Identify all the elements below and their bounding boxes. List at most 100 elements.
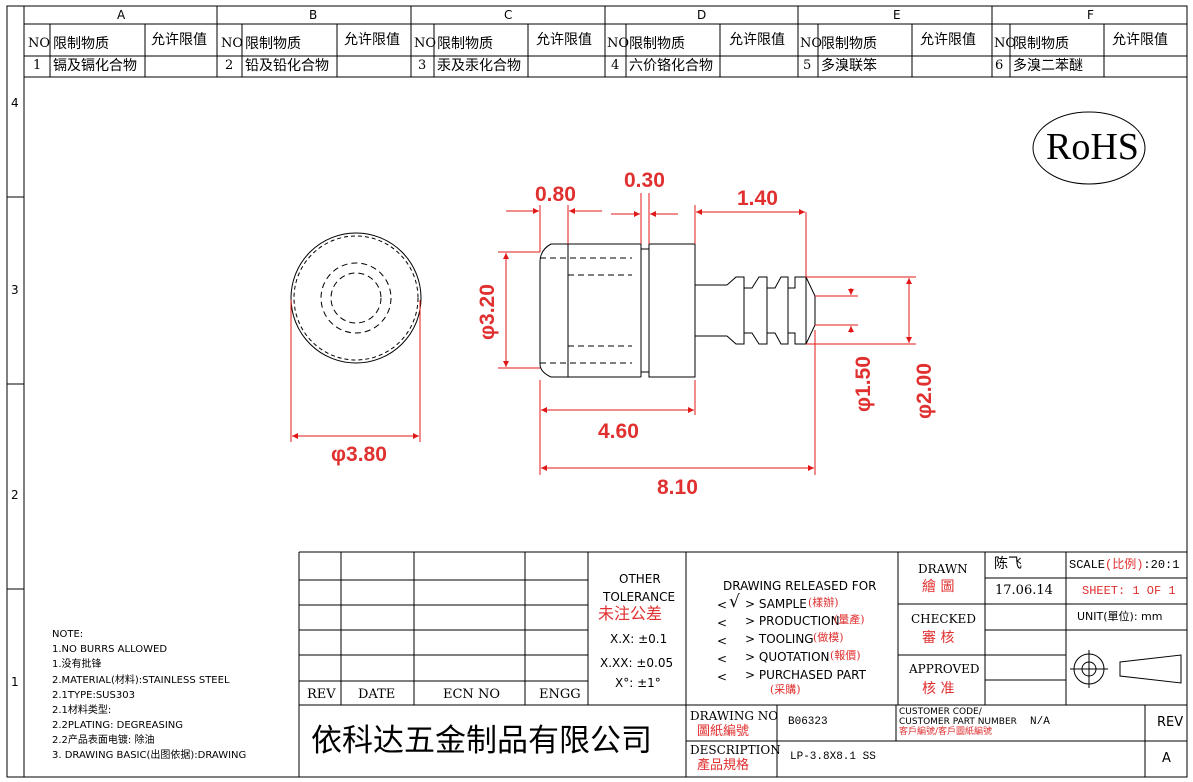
description-value: LP-3.8X8.1 SS: [790, 751, 876, 763]
col-no-header: NO: [607, 36, 630, 51]
dim-label-1-40: 1.40: [737, 187, 778, 210]
note-line: 2.2产品表面电镀: 除油: [52, 735, 155, 746]
rev-value: A: [1162, 751, 1171, 766]
side-view-hidden-lines: [540, 257, 632, 364]
release-title: DRAWING RELEASED FOR: [723, 579, 877, 593]
col-limit-header: 允许限值: [536, 32, 592, 48]
dim-diameter-3-80: [290, 300, 421, 442]
approved-label: APPROVED: [909, 662, 980, 676]
col-limit-header: 允许限值: [729, 32, 785, 48]
col-name-header: 限制物质: [437, 36, 493, 52]
release-item-cn: (量產): [834, 613, 865, 626]
drawn-date: 17.06.14: [995, 583, 1053, 598]
tolerance-title-cn: 未注公差: [598, 604, 663, 623]
dim-label-8-10: 8.10: [657, 476, 698, 499]
zone-col-a: A: [117, 8, 126, 22]
note-line: 2.2PLATING: DEGREASING: [52, 720, 184, 731]
col-no-header: NO: [800, 36, 823, 51]
title-block-lines: [298, 551, 1187, 777]
rev-label: REV: [1157, 715, 1184, 730]
col-limit-header: 允许限值: [1112, 32, 1168, 48]
note-line: 3. DRAWING BASIC(出图依据):DRAWING: [52, 750, 247, 761]
release-item-production: > PRODUCTION: [745, 614, 840, 628]
rev-header: REV: [307, 687, 336, 702]
approved-label-cn: 核 准: [922, 681, 955, 697]
release-mark: <: [717, 634, 728, 648]
description-label: DESCRIPTION: [690, 743, 781, 757]
dim-label-0-80: 0.80: [535, 183, 576, 206]
side-view-dimensions: [498, 193, 916, 475]
zone-row-1: 1: [11, 675, 19, 689]
zone-row-4: 4: [11, 96, 19, 110]
release-mark: <: [717, 616, 728, 630]
tolerance-line: X°: ±1°: [615, 676, 661, 690]
unit-label: UNIT(單位): mm: [1077, 610, 1163, 623]
drawing-no-value: B06323: [788, 716, 828, 728]
note-line: 2.1材料类型:: [52, 705, 112, 716]
rohs-label: RoHS: [1046, 126, 1139, 168]
item-name: 多溴联笨: [821, 58, 877, 74]
zone-row-2: 2: [11, 488, 19, 502]
release-mark: <: [717, 598, 728, 612]
col-name-header: 限制物质: [245, 36, 301, 52]
col-no-header: NO: [994, 36, 1017, 51]
check-icon: √: [729, 592, 740, 612]
dim-label-dia-3-20: φ3.20: [476, 284, 499, 340]
dim-label-4-60: 4.60: [598, 420, 639, 443]
tolerance-title-1: OTHER: [619, 572, 661, 586]
item-name: 多溴二苯醚: [1013, 58, 1083, 74]
item-name: 铅及铅化合物: [245, 58, 329, 74]
customer-label-1: CUSTOMER CODE/: [899, 707, 982, 717]
ecn-header: ECN NO: [443, 687, 500, 702]
item-name: 镉及镉化合物: [53, 58, 137, 74]
note-line: 2.1TYPE:SUS303: [52, 690, 135, 701]
engg-header: ENGG: [539, 687, 581, 702]
col-name-header: 限制物质: [629, 36, 685, 52]
projection-symbol: [1070, 650, 1182, 688]
release-item-quotation: > QUOTATION: [745, 650, 830, 664]
tolerance-line: X.XX: ±0.05: [600, 656, 674, 670]
dim-label-0-30: 0.30: [624, 169, 665, 192]
note-line: 1.没有批锋: [52, 659, 102, 670]
col-no-header: NO: [28, 36, 51, 51]
frame: [6, 5, 1188, 778]
release-mark: <: [717, 652, 728, 666]
end-view: [290, 232, 422, 364]
item-no: 5: [803, 58, 812, 73]
item-name: 汞及汞化合物: [437, 58, 521, 74]
company-name: 依科达五金制品有限公司: [311, 723, 652, 759]
drawn-by: 陈飞: [994, 556, 1022, 572]
drawn-label-cn: 繪 圖: [922, 579, 955, 595]
dim-label-dia-2-00: φ2.00: [913, 363, 936, 419]
col-limit-header: 允许限值: [920, 32, 976, 48]
release-mark: <: [717, 670, 728, 684]
drawing-no-label-cn: 圖紙編號: [697, 724, 750, 739]
drawing-no-label: DRAWING NO: [690, 709, 779, 723]
sheet-number: SHEET: 1 OF 1: [1082, 584, 1176, 598]
zone-col-b: B: [309, 8, 318, 22]
zone-col-d: D: [697, 8, 707, 22]
rohs-mark: [1032, 111, 1146, 185]
col-limit-header: 允许限值: [344, 32, 400, 48]
release-item-cn: (報價): [830, 649, 861, 662]
customer-label-2: CUSTOMER PART NUMBER: [899, 717, 1017, 727]
description-label-cn: 產品規格: [697, 758, 750, 773]
tolerance-line: X.X: ±0.1: [610, 632, 668, 646]
note-line: 2.MATERIAL(材料):STAINLESS STEEL: [52, 675, 230, 686]
item-no: 3: [418, 58, 427, 73]
item-no: 1: [33, 58, 42, 73]
zone-col-c: C: [504, 8, 513, 22]
release-item-tooling: > TOOLING: [745, 632, 814, 646]
col-limit-header: 允许限值: [151, 32, 207, 48]
item-no: 2: [225, 58, 234, 73]
release-item-cn: (做模): [813, 631, 844, 644]
dim-label-dia-1-50: φ1.50: [852, 356, 875, 412]
drawn-label: DRAWN: [918, 562, 968, 576]
side-view: [539, 243, 816, 378]
col-name-header: 限制物质: [821, 36, 877, 52]
item-no: 6: [995, 58, 1004, 73]
release-item-cn: (樣辦): [808, 596, 839, 609]
note-line: NOTE:: [52, 629, 84, 640]
tolerance-title-2: TOLERANCE: [603, 590, 676, 604]
zone-col-e: E: [893, 8, 901, 22]
